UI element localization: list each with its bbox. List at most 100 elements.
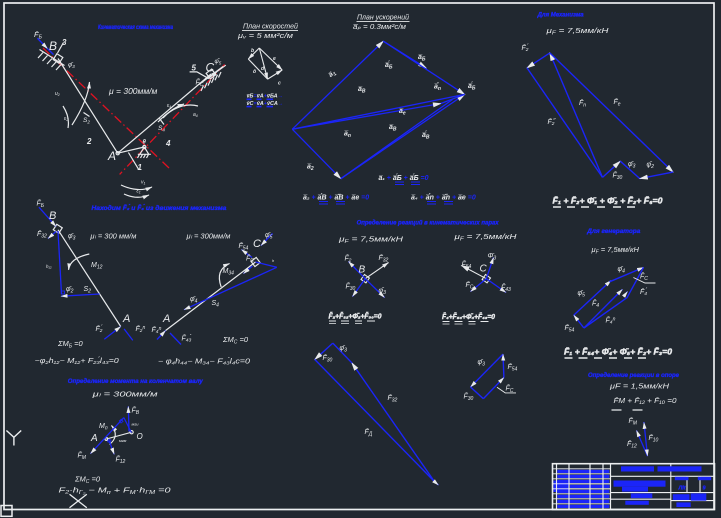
svg-text:Φ̄3: Φ̄3: [488, 253, 497, 262]
svg-text:μₗ = 300мм/м: μₗ = 300мм/м: [91, 390, 157, 399]
svg-text:M34: M34: [223, 268, 235, 277]
svg-text:φ̄2: φ̄2: [66, 286, 74, 295]
svg-text:φ̄2: φ̄2: [647, 162, 655, 171]
svg-text:a4: a4: [193, 112, 198, 118]
svg-text:μₗ = 300мм/м: μₗ = 300мм/м: [186, 232, 231, 241]
svg-text:ε1: ε1: [137, 189, 141, 195]
svg-text:F̄12: F̄12: [627, 440, 637, 450]
svg-text:A: A: [122, 313, 130, 325]
svg-text:θ: θ: [143, 140, 147, 146]
svg-text:F̄54: F̄54: [239, 242, 249, 252]
svg-text:μF = 7,5мм/кН: μF = 7,5мм/кН: [591, 245, 640, 256]
svg-text:Определение момента на коленча: Определение момента на коленчатом валу: [68, 379, 204, 385]
svg-text:a̅́Б: a̅́Б: [385, 60, 393, 71]
svg-text:F̄Б: F̄Б: [34, 30, 43, 41]
svg-text:2: 2: [86, 137, 92, 146]
svg-text:φ̄3: φ̄3: [340, 345, 348, 354]
svg-text:a̅n: a̅n: [344, 131, 351, 140]
svg-text:Mп: Mп: [99, 423, 108, 432]
svg-text:S2: S2: [84, 286, 92, 295]
svg-text:F̄₄n: F̄₄n: [606, 316, 616, 324]
svg-text:Для Механизма: Для Механизма: [537, 13, 585, 19]
svg-text:Лit: Лit: [678, 486, 687, 492]
svg-text:F̄30: F̄30: [323, 354, 333, 364]
svg-text:F̄n: F̄n: [579, 99, 586, 109]
svg-text:a̅Б: a̅Б: [418, 54, 426, 63]
svg-text:F̄₂́: F̄₂́: [522, 43, 529, 52]
svg-text:ō: ō: [253, 69, 256, 75]
svg-text:F̄₂́: F̄₂́: [96, 324, 103, 333]
svg-text:h₁₂: h₁₂: [46, 264, 52, 269]
svg-text:v̄С=v̄А+v̄СА→: v̄С=v̄А+v̄СА→: [247, 101, 284, 107]
svg-text:φ̄3: φ̄3: [628, 161, 636, 170]
svg-text:F̄10: F̄10: [649, 434, 659, 444]
svg-text:мгм: мгм: [119, 438, 127, 443]
svg-text:a̅1: a̅1: [327, 69, 338, 80]
svg-text:C: C: [480, 264, 488, 275]
svg-text:S2: S2: [83, 117, 90, 125]
svg-text:F₂·hГ₂ − Mп + FМ·hГМ =0: F₂·hГ₂ − Mп + FМ·hГМ =0: [59, 486, 172, 497]
svg-text:F̄₄+F̄₅₄+Φ̄₄+F̄₄₃=0: F̄₄+F̄₅₄+Φ̄₄+F̄₄₃=0: [442, 312, 495, 321]
svg-text:φ̄4: φ̄4: [618, 266, 626, 275]
svg-text:M12: M12: [91, 262, 103, 271]
svg-text:F̄C: F̄C: [640, 272, 648, 282]
svg-text:F̄Д: F̄Д: [365, 428, 373, 438]
svg-text:O: O: [137, 432, 143, 441]
svg-text:a̅В: a̅В: [389, 124, 397, 133]
svg-text:F̄30: F̄30: [346, 282, 356, 292]
svg-text:F̄₄́: F̄₄́: [640, 287, 647, 296]
svg-text:F̄12: F̄12: [116, 455, 126, 465]
svg-text:ΣMC =0: ΣMC =0: [74, 475, 101, 486]
svg-text:3: 3: [62, 38, 67, 47]
svg-text:v1: v1: [141, 180, 146, 186]
svg-text:F̄30: F̄30: [613, 171, 623, 181]
svg-text:a̅₁ + a̅́Б + a̅́Б =0: a̅₁ + a̅́Б + a̅́Б =0: [378, 173, 428, 182]
svg-text:a̅́n: a̅́n: [434, 82, 441, 93]
svg-text:e: e: [273, 56, 276, 62]
svg-text:План ускорений: План ускорений: [357, 14, 409, 22]
svg-text:1: 1: [138, 163, 143, 172]
svg-text:ε2: ε2: [64, 116, 68, 122]
svg-text:φ̄4: φ̄4: [190, 296, 198, 305]
svg-text:F̄₂̋: F̄₂̋: [548, 118, 557, 126]
svg-text:F̄₁ + F̄₂+ Φ̄₁ + Φ̄₂ + F̄₂+ F̄: F̄₁ + F̄₂+ Φ̄₁ + Φ̄₂ + F̄₂+ F̄₆=0: [553, 196, 663, 206]
svg-text:S4: S4: [158, 125, 165, 133]
svg-text:d: d: [261, 66, 265, 72]
svg-text:F̄₄₃́: F̄₄₃́: [182, 334, 192, 343]
svg-text:a̅В: a̅В: [358, 86, 366, 95]
svg-text:h: h: [272, 258, 275, 263]
svg-text:Определение реакций в кинемат: Определение реакций в кинематических пар…: [357, 220, 500, 227]
svg-text:μ = 300мм/м: μ = 300мм/м: [108, 86, 158, 96]
svg-text:ε4: ε4: [167, 103, 171, 109]
svg-text:a̅₄ + a̅́n + a̅̋n + a̅е =0: a̅₄ + a̅́n + a̅̋n + a̅е =0: [411, 193, 476, 202]
svg-text:μF = 7,5мм/кН: μF = 7,5мм/кН: [545, 26, 609, 37]
svg-text:5: 5: [192, 64, 197, 73]
svg-text:F̄54: F̄54: [462, 260, 472, 270]
svg-text:− φ₄h₄₄− M₃₄− F₄₃́l₄c=0: − φ₄h₄₄− M₃₄− F₄₃́l₄c=0: [158, 357, 250, 366]
svg-text:B: B: [49, 210, 56, 222]
svg-text:F̄4: F̄4: [592, 299, 599, 309]
svg-text:4: 4: [165, 139, 171, 148]
svg-text:F̄₂n: F̄₂n: [136, 325, 146, 333]
svg-text:a̅е: a̅е: [399, 108, 406, 117]
svg-text:B: B: [49, 39, 57, 53]
svg-text:F̄М: F̄М: [629, 417, 638, 427]
svg-text:A: A: [90, 433, 98, 444]
svg-text:μᵥ = 5 мм²с/м: μᵥ = 5 мм²с/м: [237, 33, 294, 40]
svg-text:F̄₂: F̄₂: [345, 254, 352, 262]
svg-text:μF = 7,5мм/кН: μF = 7,5мм/кН: [453, 232, 517, 243]
svg-text:μF = 7,5мм/кН: μF = 7,5мм/кН: [338, 235, 404, 246]
svg-text:План скоростей: План скоростей: [243, 23, 298, 31]
svg-text:Определение реакции в опоре: Определение реакции в опоре: [588, 373, 680, 379]
svg-text:F̄В: F̄В: [132, 406, 140, 416]
svg-text:μₗ = 300 мм/м: μₗ = 300 мм/м: [89, 232, 136, 241]
svg-text:a̅2: a̅2: [307, 164, 314, 173]
svg-text:A: A: [107, 149, 116, 163]
svg-text:F̄C: F̄C: [466, 281, 474, 291]
svg-text:F̄43: F̄43: [501, 283, 511, 293]
svg-text:a̅́В: a̅́В: [422, 130, 430, 141]
svg-text:F̄32: F̄32: [37, 230, 47, 240]
svg-text:c: c: [278, 81, 281, 87]
svg-text:S4: S4: [212, 300, 220, 309]
svg-text:C: C: [206, 61, 215, 75]
